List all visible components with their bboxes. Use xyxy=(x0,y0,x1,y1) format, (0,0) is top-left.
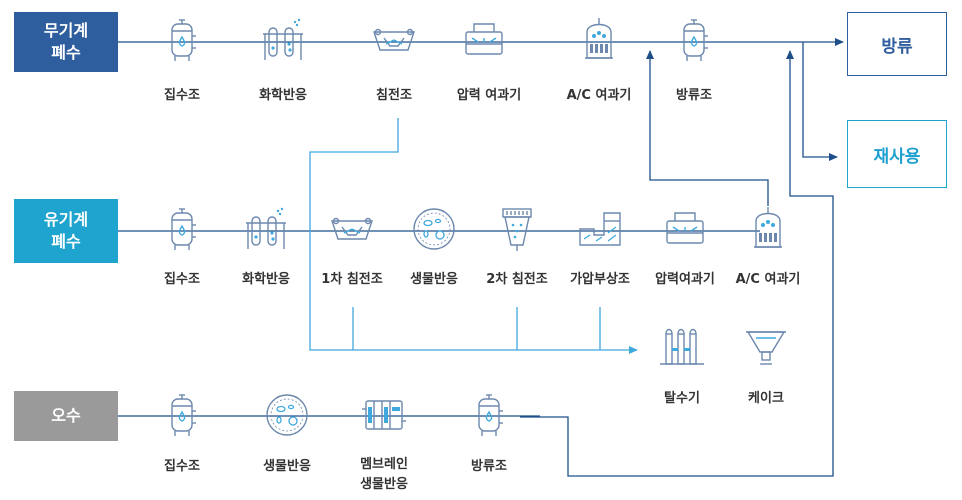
destination-discharge: 방류 xyxy=(847,12,947,76)
pressure-filter-icon xyxy=(661,205,709,253)
source-organic-wastewater: 유기계 폐수 xyxy=(14,199,118,263)
label-primary-settling-tank: 1차 침전조 xyxy=(321,272,383,287)
discharge-tank-icon xyxy=(670,16,718,64)
label-biological-reaction: 생물반응 xyxy=(263,459,311,474)
label-collection-tank: 집수조 xyxy=(164,272,200,287)
destination-reuse: 재사용 xyxy=(847,120,947,188)
label-biological-reaction: 생물반응 xyxy=(410,272,458,287)
activated-carbon-filter-icon xyxy=(744,203,792,251)
biological-reaction-icon xyxy=(263,391,311,439)
pressure-filter-icon xyxy=(460,16,508,64)
collection-tank-icon xyxy=(158,391,206,439)
cake-hopper-icon xyxy=(742,322,790,370)
reuse-branch xyxy=(802,42,838,161)
label-collection-tank: 집수조 xyxy=(164,88,200,103)
biological-reaction-icon xyxy=(410,205,458,253)
label-secondary-settling-tank: 2차 침전조 xyxy=(486,272,548,287)
label-settling-tank: 침전조 xyxy=(376,88,412,103)
organic-ac-return xyxy=(646,50,769,206)
label-dissolved-air-flotation: 가압부상조 xyxy=(570,272,630,287)
chemical-reaction-icon xyxy=(242,205,290,253)
source-inorganic-wastewater: 무기계 폐수 xyxy=(14,12,118,72)
dissolved-air-flotation-icon xyxy=(576,205,624,253)
sewage-return xyxy=(520,50,834,477)
label-membrane-bioreactor: 멤브레인 생물반응 xyxy=(360,457,408,492)
collection-tank-icon xyxy=(158,16,206,64)
label-pressure-filter: 압력여과기 xyxy=(655,272,715,287)
settling-tank-icon xyxy=(370,16,418,64)
label-activated-carbon-filter: A/C 여과기 xyxy=(566,88,632,103)
label-discharge-tank: 방류조 xyxy=(676,88,712,103)
label-dewatering-machine: 탈수기 xyxy=(664,391,700,406)
label-collection-tank: 집수조 xyxy=(164,459,200,474)
primary-settling-tank-icon xyxy=(328,205,376,253)
label-pressure-filter: 압력 여과기 xyxy=(456,88,522,103)
label-chemical-reaction: 화학반응 xyxy=(242,272,290,287)
activated-carbon-filter-icon xyxy=(575,14,623,62)
membrane-bioreactor-icon xyxy=(360,391,408,439)
label-chemical-reaction: 화학반응 xyxy=(259,88,307,103)
collection-tank-icon xyxy=(158,205,206,253)
label-activated-carbon-filter: A/C 여과기 xyxy=(735,272,801,287)
secondary-settling-tank-icon xyxy=(493,205,541,253)
label-discharge-tank: 방류조 xyxy=(471,459,507,474)
chemical-reaction-icon xyxy=(259,16,307,64)
dewatering-machine-icon xyxy=(658,324,706,372)
label-cake: 케이크 xyxy=(748,391,784,406)
discharge-tank-icon xyxy=(465,391,513,439)
sludge-line xyxy=(309,118,638,354)
source-sewage: 오수 xyxy=(14,391,118,441)
